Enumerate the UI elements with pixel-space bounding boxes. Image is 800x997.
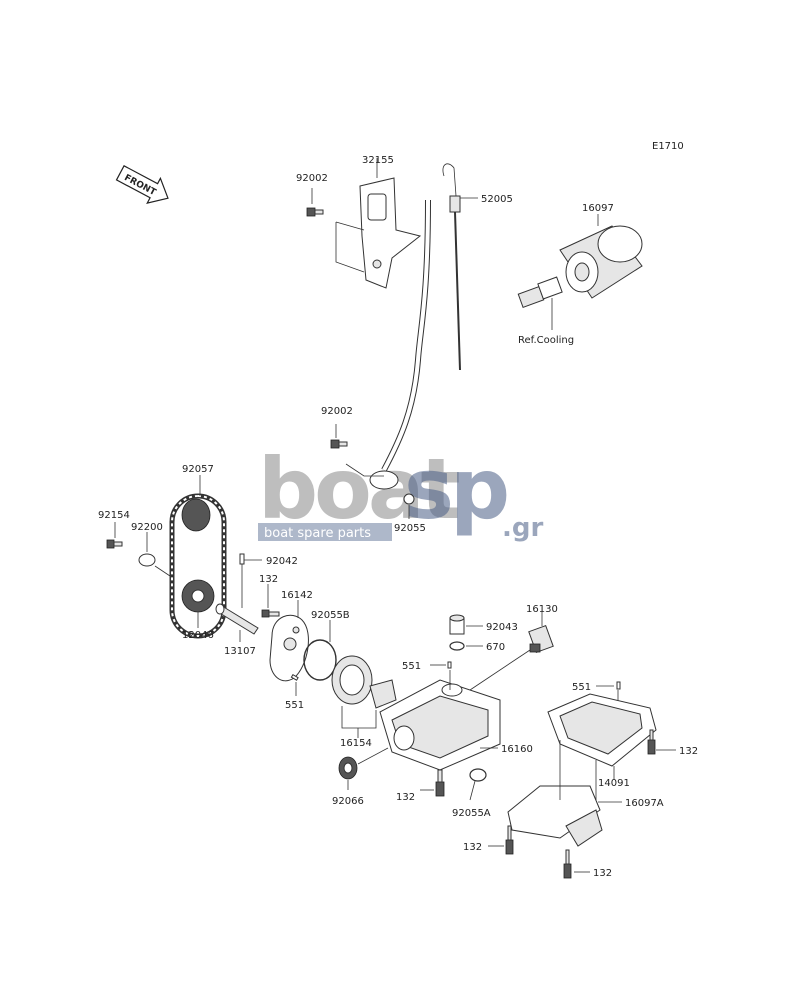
bolt-132-c: [647, 729, 656, 755]
pin-551-b: [447, 661, 452, 669]
ref-cooling-label: Ref.Cooling: [518, 335, 574, 346]
label-132-d: 132: [463, 842, 482, 853]
label-16097A: 16097A: [625, 798, 664, 809]
watermark-suffix: .gr: [502, 513, 543, 543]
oring-92055: [403, 493, 415, 505]
label-16154: 16154: [340, 738, 372, 749]
rotor-16154: [331, 655, 397, 709]
chain-92057: [169, 493, 227, 639]
pin-92042: [239, 553, 245, 565]
pump-cover-16142: [269, 614, 309, 682]
label-12046: 12046: [182, 630, 214, 641]
relief-valve-16130: [528, 624, 554, 654]
cooling-fitting: [517, 276, 563, 308]
label-16097: 16097: [582, 203, 614, 214]
bolt-92154: [106, 539, 123, 549]
label-32155: 32155: [362, 155, 394, 166]
pin-551-a: [290, 673, 299, 681]
label-132-a: 132: [259, 574, 278, 585]
label-132-c: 132: [679, 746, 698, 757]
label-92042: 92042: [266, 556, 298, 567]
label-92057: 92057: [182, 464, 214, 475]
label-16160: 16160: [501, 744, 533, 755]
watermark-tagline: boat spare parts: [264, 526, 371, 541]
bolt-92002-lower: [330, 439, 348, 449]
watermark: boat sp .gr boat spare parts: [258, 440, 543, 543]
label-92055B: 92055B: [311, 610, 350, 621]
bolt-92002-top: [306, 207, 324, 217]
pin-551-c: [616, 681, 621, 690]
label-92066: 92066: [332, 796, 364, 807]
shaft-13107: [215, 603, 259, 635]
label-132-b: 132: [396, 792, 415, 803]
strainer-16097A: [507, 785, 603, 847]
oring-92055A: [469, 768, 487, 782]
oil-filter-16097: [559, 225, 643, 299]
label-92043: 92043: [486, 622, 518, 633]
oring-670: [449, 641, 465, 651]
label-92154: 92154: [98, 510, 130, 521]
bolt-132-b: [435, 769, 445, 797]
label-16130: 16130: [526, 604, 558, 615]
dowel-92043: [449, 614, 465, 635]
label-92055A: 92055A: [452, 808, 491, 819]
bolt-132-d: [505, 825, 514, 855]
sprocket-12046: [181, 579, 215, 613]
bracket-32155: [359, 177, 422, 289]
oring-92055B: [303, 639, 337, 681]
front-arrow-icon: FRONT: [115, 164, 169, 204]
label-52005: 52005: [481, 194, 513, 205]
label-14091: 14091: [598, 778, 630, 789]
dipstick-52005: [442, 163, 461, 371]
label-670: 670: [486, 642, 505, 653]
label-92200: 92200: [131, 522, 163, 533]
diagram-code: E1710: [652, 141, 684, 152]
watermark-brand-b: sp: [404, 440, 507, 538]
washer-92200: [138, 553, 156, 567]
dipstick-tube: [369, 199, 431, 490]
label-92002-top: 92002: [296, 173, 328, 184]
oil-pan-14091: [547, 693, 657, 767]
label-16142: 16142: [281, 590, 313, 601]
pump-body-16160: [379, 679, 501, 771]
label-132-e: 132: [593, 868, 612, 879]
label-551-b: 551: [402, 661, 421, 672]
label-92002-lower: 92002: [321, 406, 353, 417]
watermark-brand-a: boat: [258, 440, 460, 538]
bolt-132-a: [261, 609, 280, 618]
label-13107: 13107: [224, 646, 256, 657]
label-551-c: 551: [572, 682, 591, 693]
seal-92066: [338, 756, 358, 780]
label-551-a: 551: [285, 700, 304, 711]
label-92055: 92055: [394, 523, 426, 534]
bolt-132-e: [563, 849, 572, 879]
